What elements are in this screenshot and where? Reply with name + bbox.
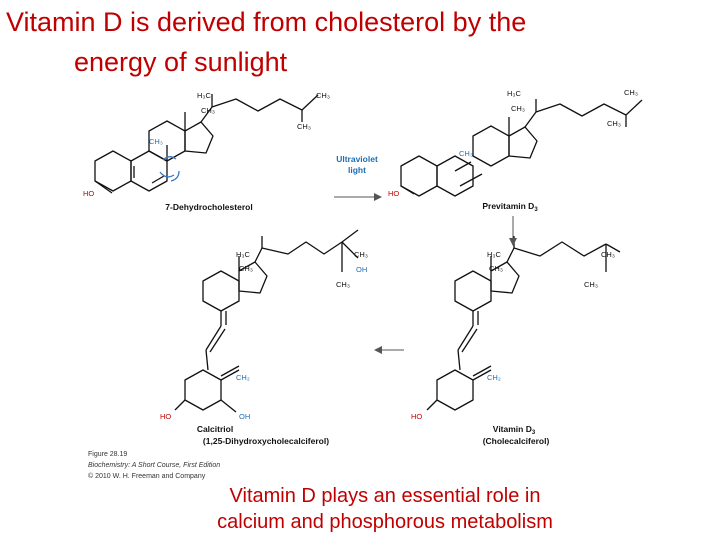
group-h3c: H₃C [197, 91, 211, 100]
label-calcitriol-alt: (1,25-Dihydroxycholecalciferol) [203, 436, 329, 446]
group-ch3: CH₃ [149, 137, 163, 146]
group-ch3: CH₃ [297, 122, 311, 131]
caption-line-1: Vitamin D plays an essential role in [229, 485, 541, 507]
figure-copyright: © 2010 W. H. Freeman and Company [88, 473, 206, 480]
figure-source: Biochemistry: A Short Course, First Edit… [88, 462, 221, 469]
structure-calcitriol [174, 229, 359, 413]
group-h3c: H₃C [236, 250, 250, 259]
group-ho: HO [411, 412, 422, 421]
label-ultraviolet: Ultraviolet [336, 154, 378, 164]
group-ch3: CH₃ [316, 91, 330, 100]
figure-number: Figure 28.19 [88, 451, 128, 458]
label-light: light [348, 165, 366, 175]
group-ho: HO [83, 189, 94, 198]
label-calcitriol: Calcitriol [197, 424, 233, 434]
group-oh: OH [239, 412, 250, 421]
group-oh: OH [356, 265, 367, 274]
structure-previtamin-d3 [400, 99, 643, 197]
group-ho: HO [160, 412, 171, 421]
label-7-dehydrocholesterol: 7-Dehydrocholesterol [165, 202, 252, 212]
label-vitamin-d3: Vitamin D3 [493, 424, 536, 436]
group-ch3: CH₃ [459, 149, 473, 158]
group-ch3: CH₃ [239, 264, 253, 273]
group-ch3: CH₃ [489, 264, 503, 273]
slide-title-line-1: Vitamin D is derived from cholesterol by… [6, 7, 527, 37]
group-ch3: CH₃ [511, 104, 525, 113]
group-ch3: CH₃ [624, 88, 638, 97]
structure-7-dehydrocholesterol [94, 94, 319, 194]
group-h3c: H₃C [487, 250, 501, 259]
group-ch2: CH₂ [236, 373, 250, 382]
caption-line-2: calcium and phosphorous metabolism [217, 511, 553, 533]
group-ch3: CH₃ [354, 250, 368, 259]
group-ch2: CH₂ [487, 373, 501, 382]
group-ho: HO [388, 189, 399, 198]
group-ch3: CH₃ [336, 280, 350, 289]
label-cholecalciferol: (Cholecalciferol) [483, 436, 550, 446]
group-ch3: CH₃ [601, 250, 615, 259]
slide-caption: Vitamin D plays an essential role in cal… [150, 483, 620, 535]
slide-title-line-2: energy of sunlight [74, 47, 288, 77]
group-h3c: H₃C [507, 89, 521, 98]
group-ch3: CH₃ [607, 119, 621, 128]
structure-vitamin-d3 [426, 236, 621, 411]
group-ch3: CH₃ [201, 106, 215, 115]
group-ch3: CH₃ [584, 280, 598, 289]
label-previtamin-d3: Previtamin D3 [482, 201, 538, 213]
